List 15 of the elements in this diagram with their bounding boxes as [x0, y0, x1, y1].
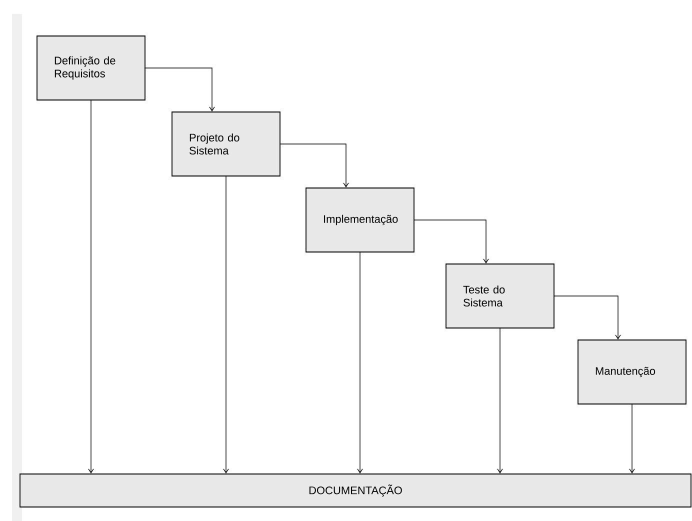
arrow	[554, 296, 621, 340]
arrow	[497, 328, 503, 474]
arrow	[223, 176, 229, 474]
arrow	[357, 252, 363, 474]
arrow	[145, 68, 215, 112]
process-box: Projeto do Sistema	[172, 112, 280, 176]
process-box: Teste do Sistema	[446, 264, 554, 328]
arrow	[88, 100, 94, 474]
arrow	[629, 404, 635, 474]
process-box: Definição de Requisitos	[36, 36, 146, 100]
process-box: Manutenção	[578, 340, 686, 404]
arrow	[280, 144, 349, 188]
arrow	[414, 220, 489, 264]
process-box: Implementação	[306, 188, 414, 252]
documentation-bar: DOCUMENTAÇÃO	[20, 474, 692, 508]
